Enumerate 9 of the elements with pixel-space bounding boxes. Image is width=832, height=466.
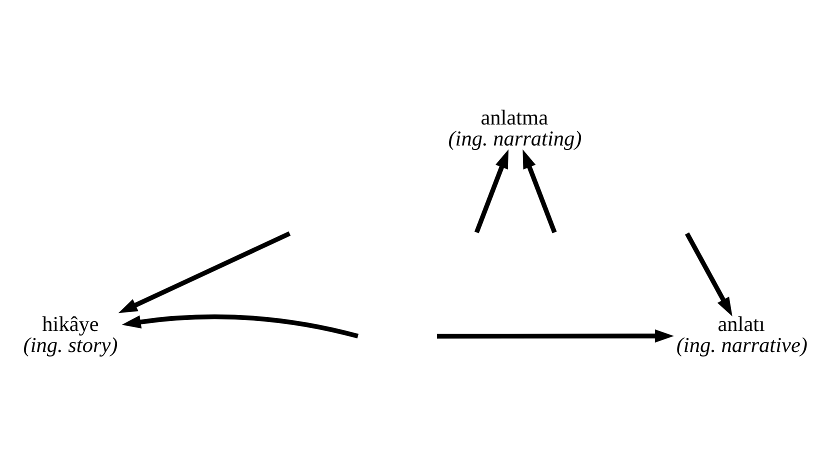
node-text: anlatma (ing. narrating): [448, 105, 582, 151]
arrow: [118, 231, 291, 314]
node-text: anlatı (ing. narrative): [676, 312, 808, 358]
arrow: [684, 232, 732, 316]
arrow: [474, 149, 508, 234]
node-text: hikâye (ing. story): [23, 312, 118, 358]
arrow: [436, 329, 674, 343]
arrow: [522, 149, 557, 234]
arrow: [122, 314, 358, 338]
